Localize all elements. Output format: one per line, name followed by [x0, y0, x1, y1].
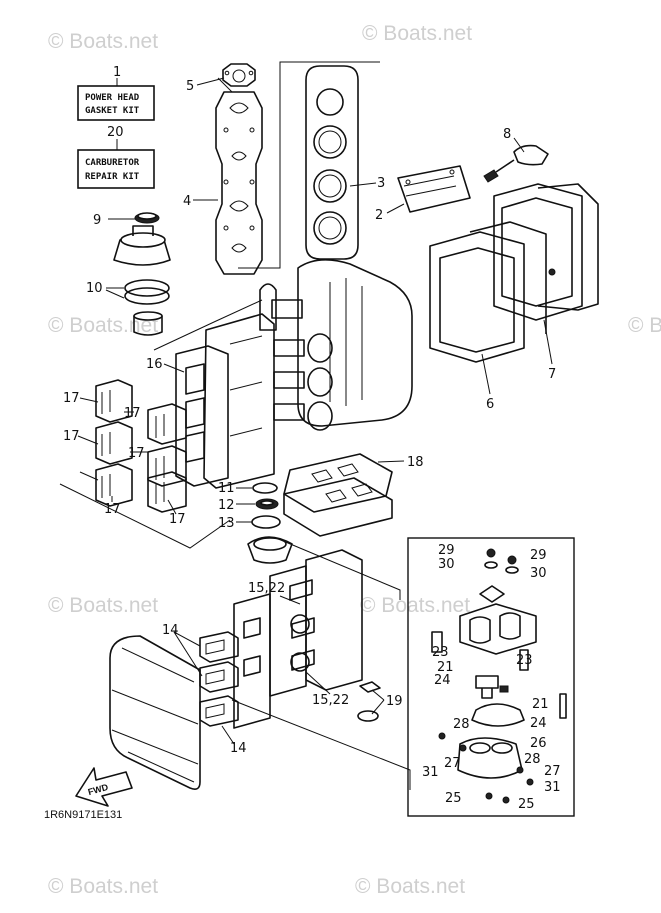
cylinder-block [259, 259, 413, 431]
callout-15-22: 15,22 [248, 581, 285, 596]
callout-29: 29 [530, 548, 547, 563]
lower-bearing-housing [247, 536, 293, 564]
callout-17: 17 [169, 512, 186, 527]
fwd-arrow-icon: FWD [75, 767, 133, 807]
callout-31: 31 [544, 780, 561, 795]
part-7-exhaust-cover [493, 183, 599, 321]
carburetor-detail-frame [407, 537, 575, 817]
callout-number: 20 [107, 125, 124, 140]
callout-4: 4 [183, 194, 191, 209]
callout-14: 14 [162, 623, 179, 638]
callout-8: 8 [503, 127, 511, 142]
kit-line: REPAIR KIT [85, 172, 140, 182]
callout-25: 25 [445, 791, 462, 806]
part-19-gasket [357, 681, 381, 722]
watermark: © Boats.net [48, 594, 158, 617]
callout-27: 27 [544, 764, 561, 779]
carburetor-repair-kit-label: 20 CARBURETOR REPAIR KIT [77, 125, 155, 189]
callout-21: 21 [437, 660, 454, 675]
part-18-gasket [283, 453, 393, 537]
callout-27: 27 [444, 756, 461, 771]
callout-7: 7 [548, 367, 556, 382]
part-3-gasket [305, 65, 359, 260]
callout-9: 9 [93, 213, 101, 228]
callout-18: 18 [407, 455, 424, 470]
callout-11: 11 [218, 481, 235, 496]
callout-24: 24 [530, 716, 547, 731]
kit-line: POWER HEAD [85, 93, 140, 103]
callout-13: 13 [218, 516, 235, 531]
part-10-rings [124, 279, 170, 336]
part-13-oring [251, 515, 281, 529]
watermark: © Boats.net [362, 22, 472, 45]
callout-25: 25 [518, 797, 535, 812]
part-5-gasket [222, 63, 256, 87]
watermark: © Boats.net [355, 875, 465, 898]
callout-30: 30 [438, 557, 455, 572]
watermark: © Boats.net [360, 594, 470, 617]
thermostat-housing [113, 225, 171, 266]
watermark: © Boats.net [48, 314, 158, 337]
callout-12: 12 [218, 498, 235, 513]
silencer-cover [109, 635, 201, 790]
callout-24: 24 [434, 673, 451, 688]
callout-26: 26 [530, 736, 547, 751]
callouts: 5 4 3 2 8 9 10 7 6 16 17 17 17 17 17 17 … [63, 79, 561, 812]
callout-29: 29 [438, 543, 455, 558]
callout-10: 10 [86, 281, 103, 296]
callout-6: 6 [486, 397, 494, 412]
callout-14: 14 [230, 741, 247, 756]
part-9-seal [134, 212, 160, 224]
watermark: © Boats.net [48, 30, 158, 53]
watermark: © Boats.net [628, 314, 661, 337]
part-17-reed-valves [95, 379, 187, 513]
callout-3: 3 [377, 176, 385, 191]
part-14-gaskets [199, 631, 239, 727]
callout-28: 28 [524, 752, 541, 767]
power-head-gasket-kit-label: 1 POWER HEAD GASKET KIT [77, 65, 155, 121]
part-16-intake-manifold [175, 313, 275, 489]
callout-number: 1 [113, 65, 121, 80]
callout-31: 31 [422, 765, 439, 780]
callout-17: 17 [63, 391, 80, 406]
callout-15-22: 15,22 [312, 693, 349, 708]
callout-30: 30 [530, 566, 547, 581]
callout-28: 28 [453, 717, 470, 732]
callout-19: 19 [386, 694, 403, 709]
drawing-code: 1R6N9171E131 [44, 809, 122, 821]
leader-lines [77, 77, 553, 745]
part-6-exhaust-cover [429, 221, 547, 363]
callout-17: 17 [128, 446, 145, 461]
callout-2: 2 [375, 208, 383, 223]
callout-23: 23 [432, 645, 449, 660]
callout-23: 23 [516, 653, 533, 668]
callout-16: 16 [146, 357, 163, 372]
watermark: © Boats.net [48, 875, 158, 898]
part-8-fitting [483, 144, 549, 183]
callout-17: 17 [124, 406, 141, 421]
part-12-seal [255, 498, 279, 510]
callout-21: 21 [532, 697, 549, 712]
callout-17: 17 [104, 502, 121, 517]
watermarks: © Boats.net © Boats.net © Boats.net © Bo… [48, 22, 661, 898]
carb-detail [431, 548, 567, 804]
callout-17: 17 [63, 429, 80, 444]
kit-line: GASKET KIT [85, 106, 140, 116]
callout-5: 5 [186, 79, 194, 94]
kit-line: CARBURETOR [85, 158, 140, 168]
part-2-cover [397, 165, 471, 213]
part-4-gasket [215, 91, 263, 275]
part-11-oring [252, 482, 278, 494]
